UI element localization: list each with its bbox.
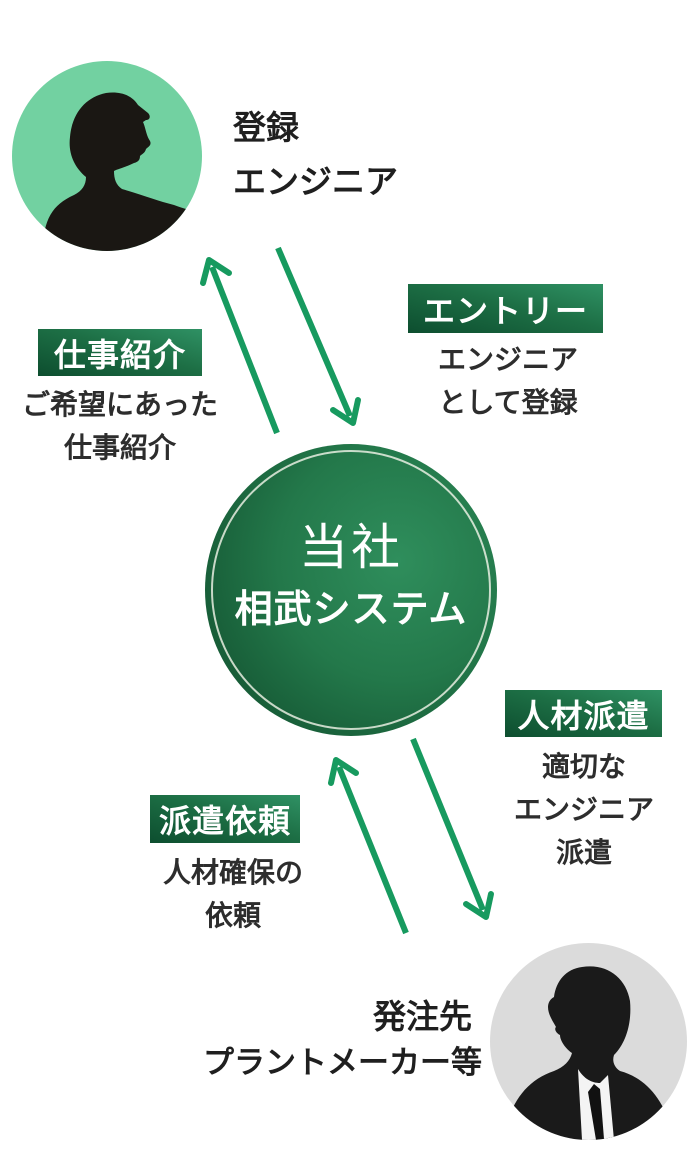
company-name: 当社	[298, 519, 403, 576]
client-node-label: 発注先 プラントメーカー等	[180, 994, 482, 1086]
request-badge: 派遣依頼	[150, 795, 300, 843]
dispatch-description-line1: 適切な	[541, 750, 626, 783]
engineer-node-label: 登録 エンジニア	[233, 101, 398, 209]
entry-description-line2: として登録	[438, 386, 578, 419]
job-intro-description-line1: ご希望にあった	[21, 388, 218, 421]
engineer-avatar	[12, 61, 202, 251]
arrow-dispatch-down	[410, 737, 494, 920]
entry-description-line1: エンジニア	[437, 343, 578, 376]
request-description-line2: 依頼	[204, 899, 261, 932]
engineer-label-line2: エンジニア	[233, 162, 398, 201]
request-description-line1: 人材確保の	[162, 856, 303, 889]
dispatch-description-line3: 派遣	[555, 836, 612, 869]
entry-description: エンジニア として登録	[398, 338, 618, 424]
dispatch-badge: 人材派遣	[505, 690, 662, 737]
job-intro-badge: 仕事紹介	[38, 329, 202, 376]
businessman-silhouette-icon	[504, 966, 674, 1140]
company-node: 当社 相武システム	[205, 444, 497, 736]
arrow-request-up	[328, 757, 409, 935]
entry-badge: エントリー	[408, 284, 603, 333]
client-label-line1: 発注先	[373, 997, 472, 1036]
dispatch-description: 適切な エンジニア 派遣	[484, 745, 684, 874]
company-subname: 相武システム	[234, 587, 468, 631]
engineer-label-line1: 登録	[233, 108, 299, 147]
job-intro-description-line2: 仕事紹介	[63, 431, 176, 464]
job-intro-description: ご希望にあった 仕事紹介	[9, 383, 231, 469]
client-label-line2: プラントメーカー等	[203, 1045, 482, 1081]
dispatch-description-line2: エンジニア	[513, 793, 654, 826]
client-avatar	[490, 943, 687, 1140]
engineer-silhouette-icon	[42, 92, 202, 251]
arrow-entry-down	[275, 246, 361, 426]
request-description: 人材確保の 依頼	[133, 851, 333, 937]
